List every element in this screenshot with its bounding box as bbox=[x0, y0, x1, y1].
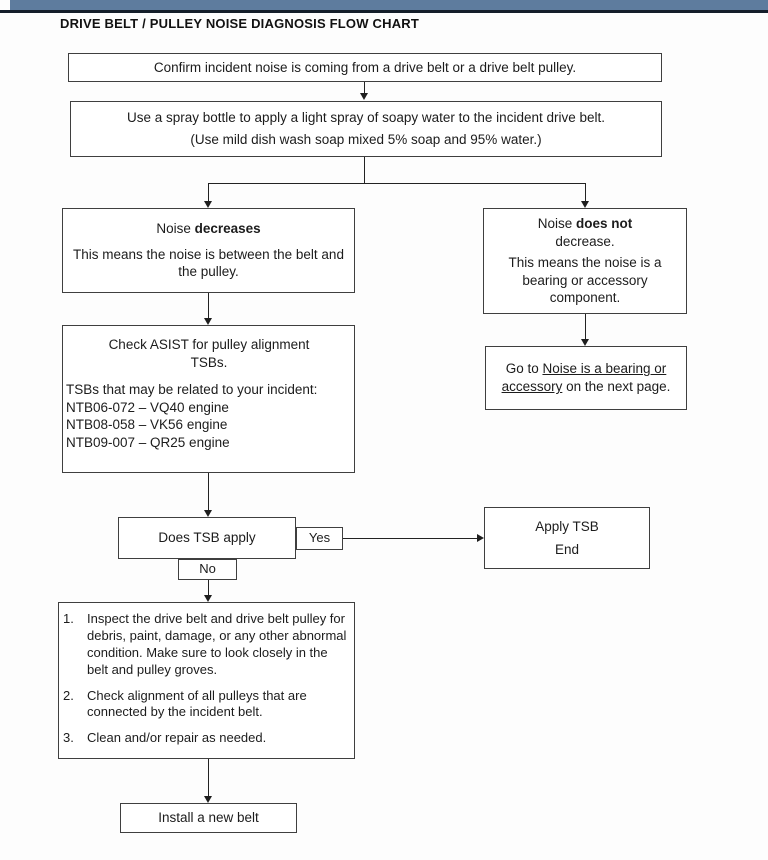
arrowhead-inspect-install bbox=[203, 795, 212, 803]
yes-label-box: Yes bbox=[296, 527, 343, 550]
goto-next-page-box: Go to Noise is a bearing or accessory on… bbox=[485, 346, 687, 410]
connector-branch-left bbox=[207, 182, 209, 202]
check-asist-intro: TSBs that may be related to your inciden… bbox=[66, 382, 318, 398]
apply-tsb-line2: End bbox=[554, 541, 580, 557]
connector-asist-doestsb bbox=[207, 473, 209, 511]
connector-branch-right bbox=[584, 182, 586, 202]
connector-no-inspect bbox=[207, 580, 209, 596]
tsb-line: NTB09-007 – QR25 engine bbox=[66, 434, 230, 450]
arrowhead-branch-left bbox=[203, 200, 212, 208]
spray-water-box: Use a spray bottle to apply a light spra… bbox=[70, 101, 662, 157]
yes-label: Yes bbox=[308, 530, 331, 546]
header-accent-bar bbox=[10, 0, 768, 10]
check-asist-box: Check ASIST for pulley alignment TSBs. T… bbox=[62, 325, 355, 473]
noise-does-not-body: This means the noise is a bearing or acc… bbox=[508, 255, 662, 306]
arrowhead-confirm-spray bbox=[359, 93, 368, 100]
list-item: 2. Check alignment of all pulleys that a… bbox=[63, 687, 307, 720]
tsb-line: NTB06-072 – VQ40 engine bbox=[66, 399, 229, 415]
install-belt-box: Install a new belt bbox=[120, 803, 297, 833]
arrowhead-notdecrease-goto bbox=[580, 338, 589, 346]
no-label-box: No bbox=[178, 559, 237, 580]
inspect-list-box: 1. Inspect the drive belt and drive belt… bbox=[58, 602, 355, 759]
spray-water-line2: (Use mild dish wash soap mixed 5% soap a… bbox=[190, 132, 542, 148]
noise-decreases-title: Noise decreases bbox=[156, 221, 261, 237]
header-rule bbox=[0, 10, 768, 13]
list-item: 1. Inspect the drive belt and drive belt… bbox=[63, 611, 347, 677]
connector-decreases-asist bbox=[207, 293, 209, 319]
connector-inspect-install bbox=[207, 759, 209, 797]
apply-tsb-line1: Apply TSB bbox=[535, 518, 599, 534]
arrowhead-asist-doestsb bbox=[203, 509, 212, 517]
arrowhead-branch-right bbox=[580, 200, 589, 208]
does-tsb-apply-text: Does TSB apply bbox=[158, 530, 256, 546]
connector-yes-apply bbox=[343, 537, 478, 539]
page-title: DRIVE BELT / PULLEY NOISE DIAGNOSIS FLOW… bbox=[60, 16, 420, 31]
goto-next-page-text: Go to Noise is a bearing or accessory on… bbox=[501, 361, 671, 394]
no-label: No bbox=[199, 561, 216, 577]
check-asist-heading: Check ASIST for pulley alignment TSBs. bbox=[108, 337, 310, 370]
connector-spray-stem bbox=[363, 157, 365, 183]
tsb-line: NTB08-058 – VK56 engine bbox=[66, 417, 228, 433]
arrowhead-no-inspect bbox=[203, 594, 212, 602]
connector-branch-horizontal bbox=[207, 182, 586, 184]
spray-water-line1: Use a spray bottle to apply a light spra… bbox=[126, 110, 605, 126]
list-item: 3. Clean and/or repair as needed. bbox=[63, 730, 267, 746]
connector-notdecrease-goto bbox=[584, 314, 586, 339]
install-belt-text: Install a new belt bbox=[158, 810, 259, 826]
arrowhead-yes-apply bbox=[476, 534, 484, 542]
confirm-noise-text: Confirm incident noise is coming from a … bbox=[153, 59, 577, 75]
goto-bearing-accessory-link[interactable]: Noise is a bearing or accessory bbox=[501, 361, 667, 394]
apply-tsb-box: Apply TSB End bbox=[484, 507, 650, 569]
arrowhead-decreases-asist bbox=[203, 317, 212, 325]
does-tsb-apply-box: Does TSB apply bbox=[118, 517, 296, 559]
connector-confirm-spray bbox=[363, 82, 365, 94]
noise-decreases-box: Noise decreases This means the noise is … bbox=[62, 208, 355, 293]
noise-decreases-body: This means the noise is between the belt… bbox=[73, 246, 344, 280]
confirm-noise-box: Confirm incident noise is coming from a … bbox=[68, 53, 662, 82]
